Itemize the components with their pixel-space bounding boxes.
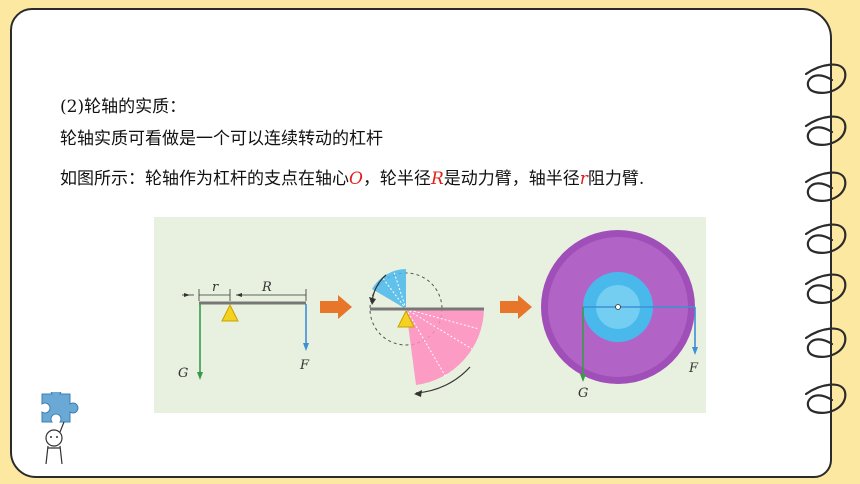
rotating-lever-diagram <box>369 269 484 397</box>
label-G-right: G <box>578 386 588 401</box>
lever-diagram: r R G F <box>178 280 310 381</box>
wheel-axle-figure: r R G F <box>154 217 706 413</box>
definition-line: 轮轴实质可看做是一个可以连续转动的杠杆 <box>60 129 383 149</box>
mascot-puzzle-icon <box>41 392 79 465</box>
label-F-right: F <box>688 361 699 376</box>
explanation-part-1: 如图所示：轮轴作为杠杆的支点在轴心 <box>60 169 349 189</box>
label-G-left: G <box>178 366 188 381</box>
label-R: R <box>430 169 444 189</box>
axle-center <box>615 304 621 310</box>
arrow-icon-2 <box>500 295 532 319</box>
heading-line: (2)轮轴的实质： <box>60 97 187 117</box>
fulcrum-icon <box>221 303 239 322</box>
fulcrum-icon-2 <box>397 309 415 328</box>
label-R-left: R <box>261 280 272 295</box>
label-F-left: F <box>299 358 310 373</box>
explanation-line: 如图所示：轮轴作为杠杆的支点在轴心O，轮半径R是动力臂，轴半径r阻力臂. <box>60 164 644 189</box>
axle-sector <box>372 269 406 309</box>
explanation-part-2: ，轮半径 <box>362 169 431 189</box>
arrow-icon <box>320 295 352 319</box>
explanation-part-3: 是动力臂，轴半径 <box>443 169 580 189</box>
explanation-part-4: 阻力臂. <box>587 169 645 189</box>
wheel-axle-diagram: G F <box>541 230 699 401</box>
label-r-left: r <box>212 280 219 295</box>
label-O: O <box>349 169 363 189</box>
wheel-sector <box>406 309 484 385</box>
label-r: r <box>579 169 588 189</box>
